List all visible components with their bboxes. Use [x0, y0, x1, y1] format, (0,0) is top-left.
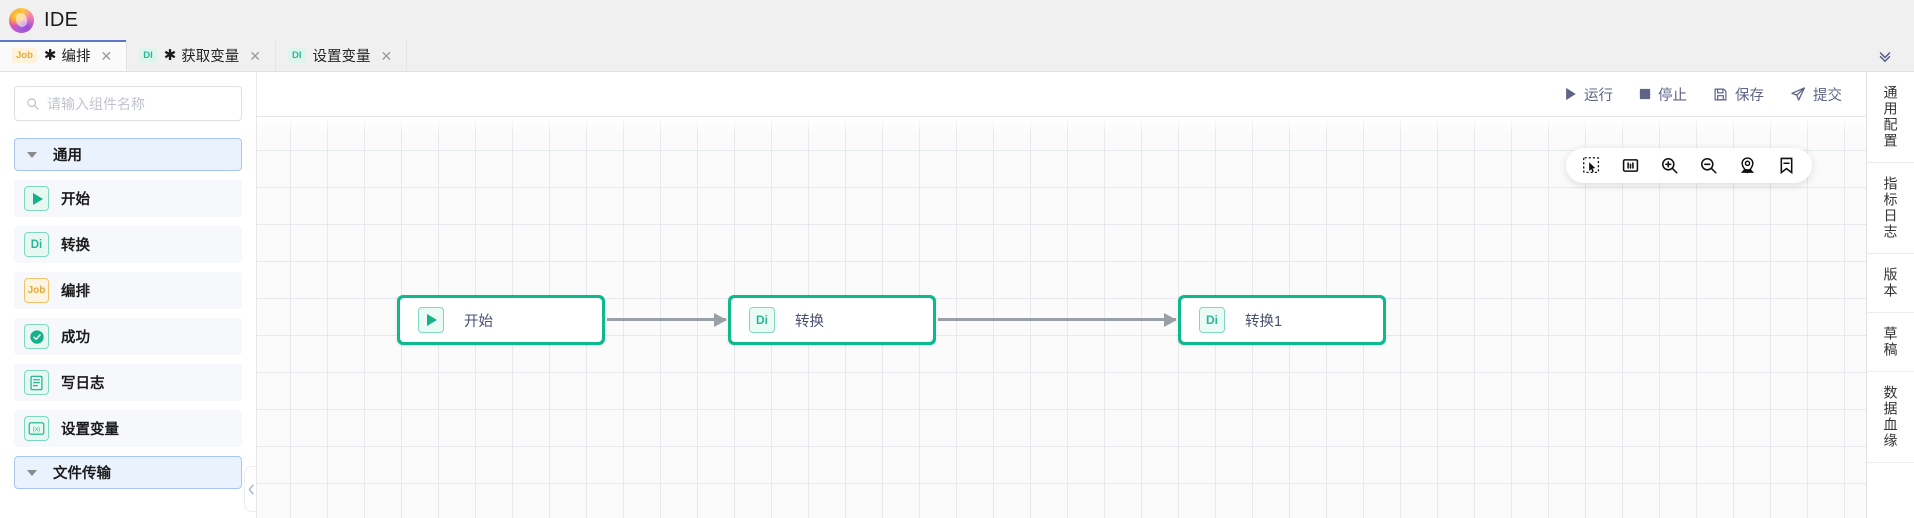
- swirl-logo-icon: [9, 7, 34, 33]
- tab-dirty-marker: ✱: [43, 47, 57, 64]
- tab-label: 设置变量: [312, 49, 371, 65]
- search-box[interactable]: [14, 86, 242, 121]
- toolbar-button-label: 运行: [1584, 87, 1613, 104]
- palette-item[interactable]: Di 转换: [14, 226, 242, 263]
- palette-group-header[interactable]: 通用: [14, 138, 242, 171]
- rail-item-1[interactable]: 通用配置: [1867, 72, 1914, 163]
- rail-item-2[interactable]: 指标日志: [1867, 163, 1914, 254]
- palette-item[interactable]: (x) 设置变量: [14, 410, 242, 447]
- zoom-out-icon[interactable]: [1699, 156, 1718, 175]
- palette-item-label: 成功: [61, 330, 90, 346]
- tab-type-badge: Job: [12, 47, 37, 64]
- search-icon: [26, 97, 39, 110]
- flow-node-body: Di 转换: [731, 298, 933, 342]
- toolbar-button-send[interactable]: 提交: [1790, 84, 1842, 105]
- toolbar-button-label: 停止: [1658, 87, 1687, 104]
- flow-node-icon: Di: [749, 307, 775, 333]
- variable-icon: (x): [24, 416, 49, 441]
- palette-item[interactable]: 开始: [14, 180, 242, 217]
- flow-graph: 开始 Di 转换 Di 转换1: [257, 117, 1866, 518]
- flow-node-label: 开始: [464, 313, 493, 330]
- palette-item[interactable]: 成功: [14, 318, 242, 355]
- toolbar-button-stop[interactable]: 停止: [1639, 84, 1687, 105]
- toolbar-button-label: 保存: [1735, 87, 1764, 104]
- rail-item-3[interactable]: 版本: [1867, 254, 1914, 313]
- title-bar: IDE: [0, 0, 1914, 40]
- action-toolbar: 运行 停止 保存 提交: [257, 72, 1866, 117]
- send-icon: [1790, 86, 1806, 102]
- flow-node[interactable]: 开始: [397, 295, 605, 345]
- close-icon[interactable]: ✕: [380, 47, 393, 64]
- rail-item-4[interactable]: 草稿: [1867, 313, 1914, 372]
- tab-2[interactable]: DI ✱获取变量 ✕: [127, 40, 277, 71]
- chevron-double-down-icon[interactable]: [1856, 40, 1914, 71]
- play-icon: [24, 186, 49, 211]
- play-triangle-icon: [32, 192, 43, 205]
- flow-node[interactable]: Di 转换1: [1178, 295, 1386, 345]
- play-icon: [1564, 87, 1577, 101]
- canvas-tool-strip: [1566, 148, 1812, 183]
- close-icon[interactable]: ✕: [100, 47, 113, 64]
- job-icon: Job: [24, 278, 49, 303]
- flow-node-body: Di 转换1: [1181, 298, 1383, 342]
- bookmark-icon[interactable]: [1777, 156, 1796, 175]
- svg-text:(x): (x): [33, 426, 40, 433]
- caret-down-icon: [27, 151, 37, 158]
- search-input[interactable]: [47, 95, 230, 112]
- flow-edge[interactable]: [607, 318, 726, 321]
- zoom-in-icon[interactable]: [1660, 156, 1679, 175]
- toolbar-button-save[interactable]: 保存: [1713, 84, 1764, 105]
- palette-groups: 通用开始 Di 转换 Job 编排成功写日志 (x) 设置变量文件传输: [14, 138, 242, 489]
- palette-item[interactable]: 写日志: [14, 364, 242, 401]
- palette-item-label: 编排: [61, 284, 90, 300]
- palette-group-header[interactable]: 文件传输: [14, 456, 242, 489]
- palette-group-title: 通用: [53, 148, 82, 164]
- flow-node-label: 转换1: [1245, 313, 1283, 330]
- tab-label: 编排: [61, 49, 91, 65]
- palette-item-label: 设置变量: [61, 422, 119, 438]
- marquee-select-icon[interactable]: [1582, 156, 1601, 175]
- palette-item-label: 写日志: [61, 376, 105, 392]
- rail-item-5[interactable]: 数据血缘: [1867, 372, 1914, 463]
- flow-node-icon: Di: [1199, 307, 1225, 333]
- tab-type-badge: DI: [288, 47, 306, 64]
- toolbar-button-play[interactable]: 运行: [1564, 84, 1613, 105]
- tab-type-badge: DI: [139, 47, 157, 64]
- close-icon[interactable]: ✕: [249, 47, 262, 64]
- palette-item-label: 开始: [61, 192, 90, 208]
- flow-canvas[interactable]: 开始 Di 转换 Di 转换1: [257, 117, 1866, 518]
- app-title: IDE: [44, 8, 79, 31]
- tab-dirty-marker: ✱: [163, 47, 177, 64]
- toolbar-button-label: 提交: [1813, 87, 1842, 104]
- flow-node[interactable]: Di 转换: [728, 295, 936, 345]
- right-side-rail: 通用配置指标日志版本草稿数据血缘: [1866, 72, 1914, 518]
- palette-item-label: 转换: [61, 238, 90, 254]
- rail-filler: [1867, 463, 1914, 518]
- palette-item[interactable]: Job 编排: [14, 272, 242, 309]
- caret-down-icon: [27, 469, 37, 476]
- check-circle-icon: [24, 324, 49, 349]
- chevron-left-icon[interactable]: [244, 466, 256, 512]
- locate-icon[interactable]: [1738, 156, 1757, 175]
- di-icon: Di: [24, 232, 49, 257]
- flow-node-label: 转换: [795, 313, 824, 330]
- tab-label: 获取变量: [181, 49, 240, 65]
- tab-3[interactable]: DI 设置变量 ✕: [276, 40, 408, 71]
- save-icon: [1713, 87, 1728, 102]
- flow-edge[interactable]: [938, 318, 1176, 321]
- document-icon: [24, 370, 49, 395]
- play-triangle-icon: [427, 314, 437, 326]
- tab-1[interactable]: Job ✱编排 ✕: [0, 40, 128, 71]
- flow-node-icon: [418, 307, 444, 333]
- flow-node-body: 开始: [400, 298, 602, 342]
- fit-view-icon[interactable]: [1621, 156, 1640, 175]
- stop-icon: [1639, 88, 1651, 100]
- editor-area: 运行 停止 保存 提交 开始 Di 转换 Di 转换1: [257, 72, 1866, 518]
- palette-group-title: 文件传输: [53, 466, 111, 482]
